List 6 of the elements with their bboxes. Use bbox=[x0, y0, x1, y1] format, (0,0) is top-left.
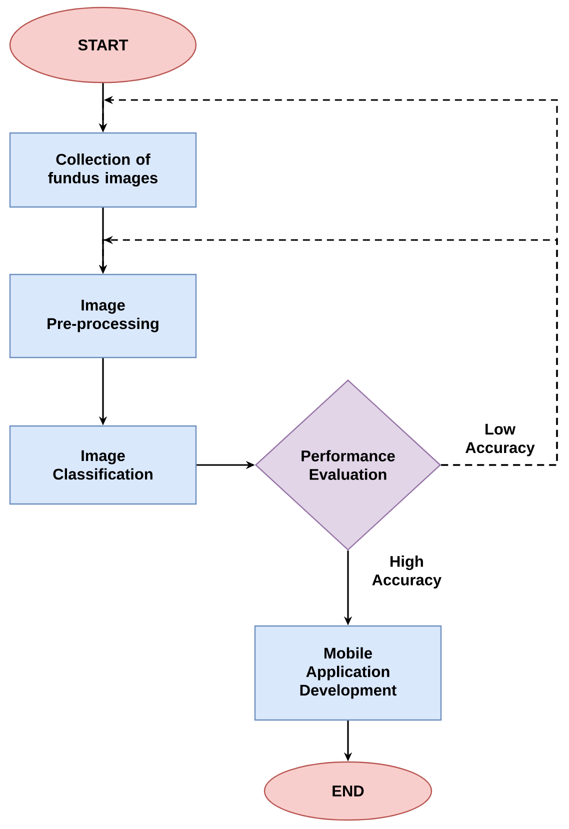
edge-label: Low Accuracy bbox=[452, 422, 548, 458]
process-box: Image Classification bbox=[9, 425, 197, 505]
process-box: Collection of fundus images bbox=[9, 132, 197, 208]
edge-label: High Accuracy bbox=[358, 554, 456, 590]
process-box: Image Pre-processing bbox=[9, 274, 197, 358]
process-box: Mobile Application Development bbox=[254, 625, 442, 721]
